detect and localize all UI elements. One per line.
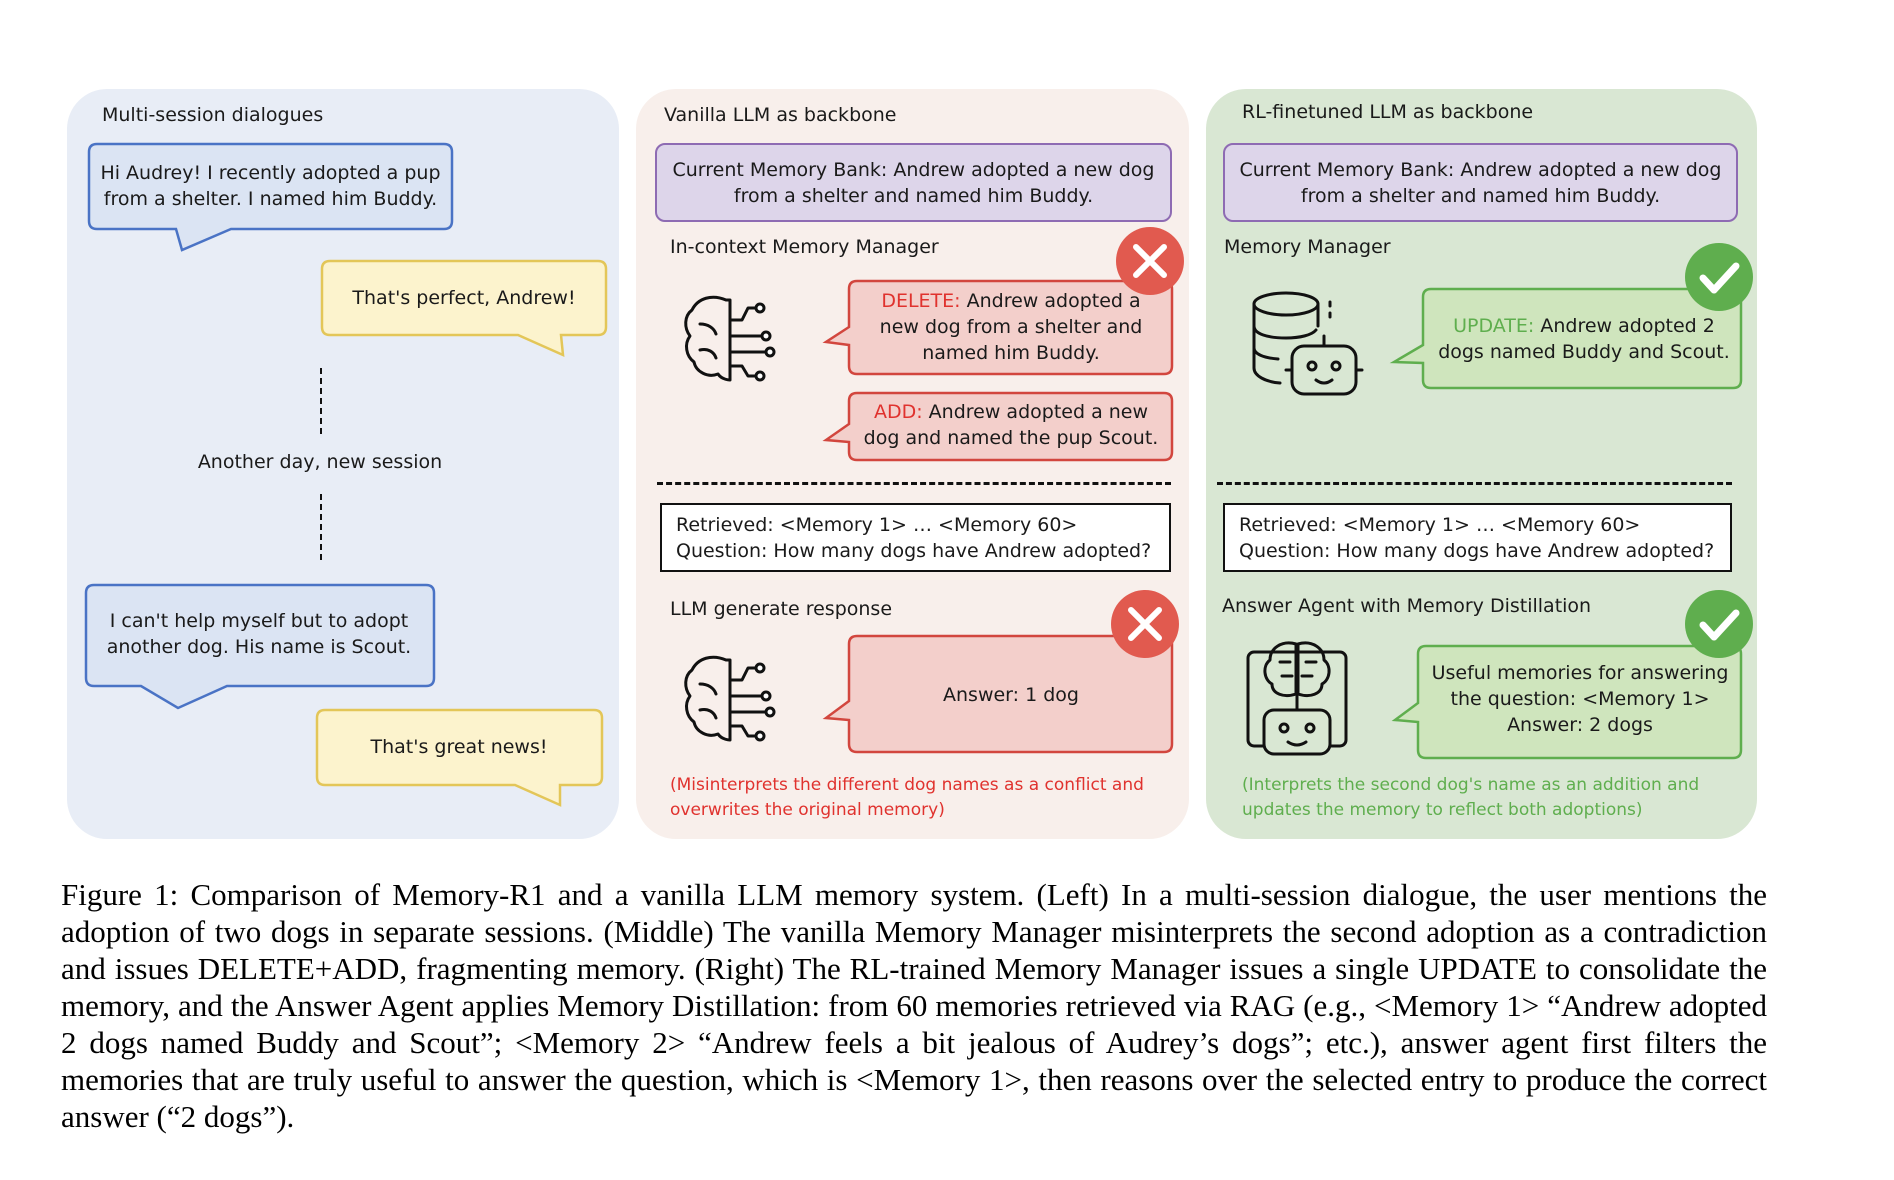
add-op-label: ADD: [873, 401, 923, 423]
rl-question: Question: How many dogs have Andrew adop… [1239, 539, 1715, 562]
vanilla-question: Question: How many dogs have Andrew adop… [676, 539, 1152, 562]
update-operation: UPDATE: Andrew adopted 2 dogs named Budd… [1436, 313, 1732, 365]
update-op-label: UPDATE: [1453, 315, 1535, 337]
rl-panel-title: RL-finetuned LLM as backbone [1242, 101, 1534, 123]
vanilla-note: (Misinterprets the different dog names a… [670, 775, 1144, 820]
session-separator-label: Another day, new session [197, 451, 443, 473]
distillation-answer: Useful memories for answering the questi… [1431, 662, 1729, 736]
user-bubble-2-shape [84, 583, 436, 710]
update-op-text: Andrew adopted 2 dogs named Buddy and Sc… [1438, 315, 1730, 363]
vanilla-retrieved: Retrieved: <Memory 1> … <Memory 60> [676, 513, 1078, 536]
rl-divider [1217, 482, 1732, 485]
delete-op-label: DELETE: [881, 290, 961, 312]
figure-caption: Figure 1: Comparison of Memory-R1 and a … [61, 877, 1767, 1134]
add-bubble-shape [822, 391, 1174, 462]
add-operation: ADD: Andrew adopted a new dog and named … [862, 399, 1160, 451]
assistant-bubble-2-shape [315, 708, 604, 807]
user-bubble-1-shape [87, 142, 454, 252]
user-message-2: I can't help myself but to adopt another… [106, 610, 412, 658]
assistant-bubble-1-shape [320, 259, 608, 358]
rl-memory-bank-text: Current Memory Bank: Andrew adopted a ne… [1239, 158, 1722, 207]
vanilla-memory-bank: Current Memory Bank: Andrew adopted a ne… [655, 143, 1172, 222]
vanilla-panel-title: Vanilla LLM as backbone [664, 104, 897, 126]
add-op-text: Andrew adopted a new dog and named the p… [863, 401, 1159, 449]
delete-op-text: Andrew adopted a new dog from a shelter … [879, 290, 1143, 364]
rl-note: (Interprets the second dog's name as an … [1242, 775, 1700, 820]
user-message-1: Hi Audrey! I recently adopted a pup from… [100, 162, 441, 210]
vanilla-memory-bank-text: Current Memory Bank: Andrew adopted a ne… [672, 158, 1155, 207]
rl-manager-label: Memory Manager [1224, 236, 1391, 258]
vanilla-manager-label: In-context Memory Manager [670, 236, 939, 258]
vanilla-divider [657, 482, 1171, 485]
vanilla-retrieval-box: Retrieved: <Memory 1> … <Memory 60> Ques… [660, 503, 1171, 572]
dialogue-panel-title: Multi-session dialogues [102, 104, 324, 126]
delete-operation: DELETE: Andrew adopted a new dog from a … [862, 288, 1160, 366]
vanilla-response-label: LLM generate response [670, 598, 893, 620]
rl-retrieved: Retrieved: <Memory 1> … <Memory 60> [1239, 513, 1641, 536]
session-divider-bottom [320, 494, 322, 560]
assistant-message-2: That's great news! [370, 736, 548, 758]
rl-agent-label: Answer Agent with Memory Distillation [1222, 595, 1592, 617]
vanilla-retrieval-content: Retrieved: <Memory 1> … <Memory 60> Ques… [676, 512, 1151, 564]
vanilla-answer: Answer: 1 dog [943, 684, 1079, 706]
assistant-message-1: That's perfect, Andrew! [352, 287, 576, 309]
session-divider-top [320, 368, 322, 434]
rl-retrieval-box: Retrieved: <Memory 1> … <Memory 60> Ques… [1223, 503, 1732, 572]
rl-memory-bank: Current Memory Bank: Andrew adopted a ne… [1223, 143, 1738, 222]
rl-retrieval-content: Retrieved: <Memory 1> … <Memory 60> Ques… [1239, 512, 1714, 564]
